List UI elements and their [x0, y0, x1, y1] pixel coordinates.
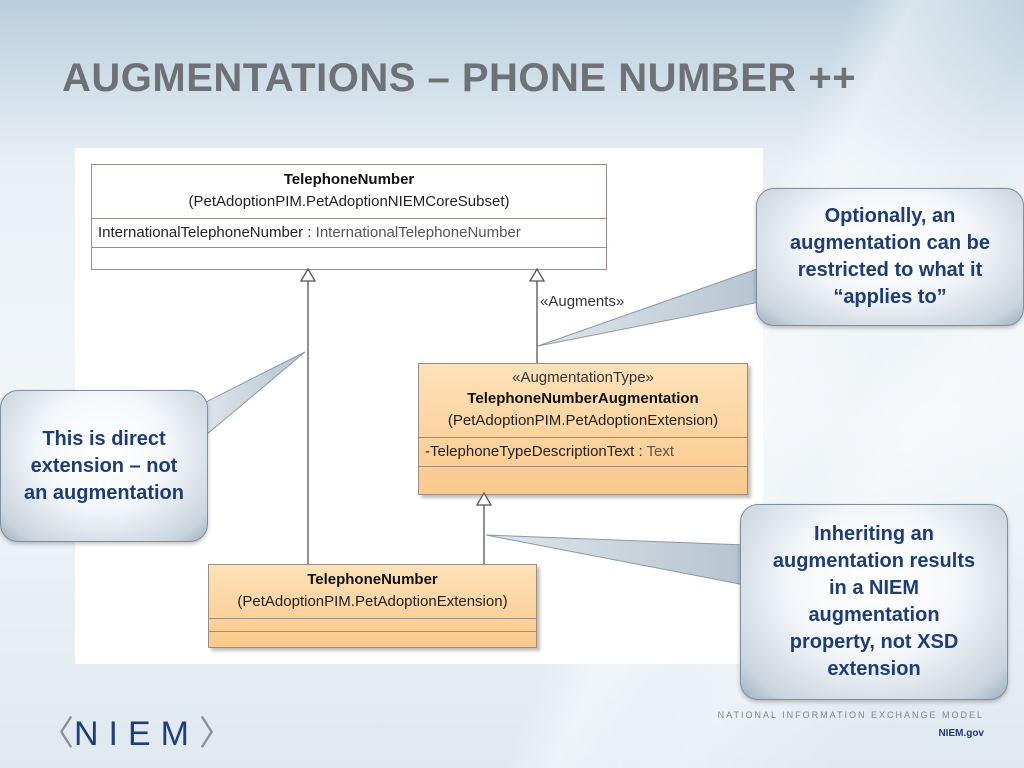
class-package: (PetAdoptionPIM.PetAdoptionNIEMCoreSubse… — [188, 193, 510, 210]
callout-text: This is direct extension – not an augmen… — [23, 427, 184, 504]
slide-title: AUGMENTATIONS – PHONE NUMBER ++ — [62, 56, 857, 100]
callout-pointer-inheriting — [485, 534, 746, 586]
callout-direct-extension: This is direct extension – not an augmen… — [0, 390, 208, 542]
attribute-name: -TelephoneTypeDescriptionText — [425, 443, 635, 460]
logo-left-bracket: 〈 — [40, 715, 74, 753]
attribute-type: Text — [646, 443, 675, 460]
class-name: TelephoneNumberAugmentation — [467, 390, 699, 407]
attribute-name: InternationalTelephoneNumber — [98, 224, 304, 241]
callout-inheriting: Inheriting an augmentation results in a … — [740, 504, 1008, 700]
logo-text: NIEM — [74, 715, 199, 753]
callout-text: Inheriting an augmentation results in a … — [772, 523, 976, 680]
class-package: (PetAdoptionPIM.PetAdoptionExtension) — [237, 593, 508, 610]
attributes-compartment — [209, 619, 536, 632]
telephone-number-core-class: TelephoneNumber (PetAdoptionPIM.PetAdopt… — [91, 164, 607, 270]
callout-text: Optionally, an augmentation can be restr… — [789, 205, 991, 308]
generalization-arrowhead — [299, 267, 317, 282]
augments-label: «Augments» — [540, 293, 624, 310]
footer-tagline: NATIONAL INFORMATION EXCHANGE MODEL — [717, 710, 984, 720]
telephone-number-extension-class: TelephoneNumber (PetAdoptionPIM.PetAdopt… — [208, 564, 537, 648]
callout-applies-to: Optionally, an augmentation can be restr… — [756, 188, 1024, 326]
class-stereotype: «AugmentationType» — [512, 369, 654, 386]
niem-logo: 〈NIEM〉 — [40, 706, 233, 755]
inheritance-arrowhead — [475, 491, 493, 506]
attribute-separator: : — [634, 443, 647, 460]
telephone-number-augmentation-class: «AugmentationType» TelephoneNumberAugmen… — [418, 363, 748, 495]
attribute-type: InternationalTelephoneNumber — [315, 224, 521, 241]
augments-arrowhead — [528, 267, 546, 282]
callout-pointer-direct-extension — [199, 351, 306, 442]
class-name: TelephoneNumber — [283, 171, 415, 188]
logo-right-bracket: 〉 — [199, 715, 233, 753]
class-attribute: InternationalTelephoneNumber : Internati… — [92, 219, 606, 248]
attribute-separator: : — [303, 224, 316, 241]
class-attribute: -TelephoneTypeDescriptionText : Text — [419, 438, 747, 467]
footer-site-link[interactable]: NIEM.gov — [938, 728, 984, 739]
class-package: (PetAdoptionPIM.PetAdoptionExtension) — [447, 412, 719, 429]
class-name: TelephoneNumber — [307, 571, 438, 588]
